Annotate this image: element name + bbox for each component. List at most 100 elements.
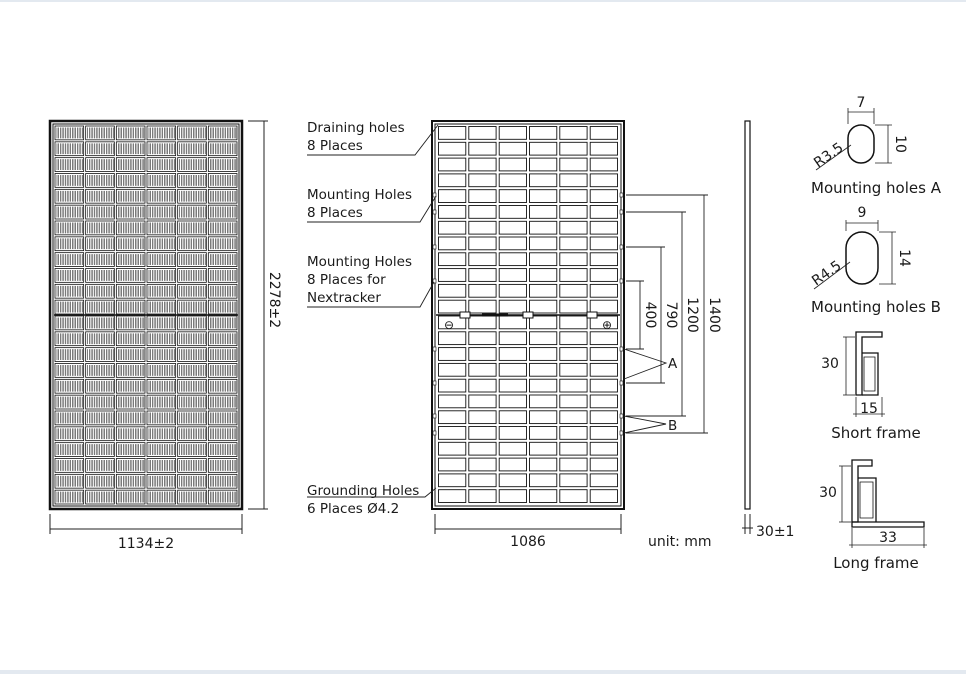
back-cell: [438, 410, 467, 425]
mounting-hole-mark: [432, 430, 437, 436]
front-cell: [85, 331, 115, 347]
back-cell: [589, 347, 618, 361]
back-cell: [589, 283, 618, 298]
mounting-label-1: Mounting Holes: [307, 187, 412, 203]
back-cell: [498, 283, 527, 298]
back-cell: [438, 378, 467, 393]
mounting-hole-mark: [619, 244, 624, 250]
back-cell: [559, 299, 588, 314]
hole-a-radius-leader: [815, 144, 852, 171]
back-cell: [468, 205, 497, 219]
front-cell: [85, 378, 115, 394]
front-cell: [177, 204, 207, 220]
front-cell: [85, 426, 115, 442]
back-cell: [438, 236, 467, 251]
back-cell: [559, 268, 588, 282]
front-cell: [146, 299, 177, 315]
front-frame: [48, 119, 244, 511]
long-frame-detail: 30 33 Long frame: [819, 459, 927, 572]
back-cell: [529, 378, 558, 393]
back-cell: [468, 473, 497, 488]
front-cell: [207, 489, 238, 505]
top-border: [0, 0, 966, 2]
front-cell: [54, 315, 85, 331]
hole-a-radius-label: R3.5: [811, 140, 846, 171]
back-cell: [589, 268, 618, 282]
front-cell: [207, 299, 238, 315]
back-cell: [438, 473, 467, 488]
back-cell: [468, 410, 497, 425]
marker-a-leader: [623, 348, 668, 380]
front-cell: [85, 173, 115, 188]
front-cell: [54, 157, 85, 172]
back-cell: [468, 394, 497, 409]
front-cell: [146, 141, 177, 157]
front-cell: [177, 188, 207, 204]
front-view: 1134±2 2278±2: [48, 119, 282, 552]
front-cell-grid: [54, 125, 238, 505]
back-cell: [589, 426, 618, 440]
front-cell: [146, 489, 177, 505]
front-cell: [85, 489, 115, 505]
back-cell: [438, 157, 467, 172]
front-cell: [207, 315, 238, 331]
hole-b-radius-leader: [813, 261, 851, 290]
back-cell: [468, 173, 497, 188]
back-cell: [589, 252, 618, 267]
back-cell: [559, 236, 588, 251]
back-cell: [589, 173, 618, 188]
mounting-hole-mark: [619, 346, 624, 352]
draining-label-2: 8 Places: [307, 138, 363, 154]
back-frame: [431, 120, 625, 510]
front-cell: [54, 458, 85, 473]
hole-a-width-label: 7: [857, 95, 866, 111]
back-cell: [498, 315, 527, 330]
front-cell: [177, 331, 207, 347]
front-cell: [207, 347, 238, 362]
hole-b-radius-label: R4.5: [809, 258, 844, 289]
back-cell: [438, 126, 467, 140]
back-cell: [498, 189, 527, 203]
back-cell: [559, 126, 588, 140]
front-cell: [85, 252, 115, 267]
front-cell: [54, 426, 85, 442]
junction-box-right: [586, 311, 598, 319]
nextracker-label-2: 8 Places for: [307, 272, 386, 288]
front-cell: [146, 236, 177, 252]
side-profile: [744, 120, 751, 510]
draining-label-1: Draining holes: [307, 120, 405, 136]
grounding-label-1: Grounding Holes: [307, 483, 419, 499]
back-cell: [468, 347, 497, 361]
front-cell: [177, 157, 207, 172]
front-cell: [207, 252, 238, 267]
nextracker-leader: [307, 281, 435, 308]
front-cell: [115, 220, 146, 236]
front-cell: [207, 378, 238, 394]
long-frame-outer: [851, 459, 873, 523]
front-cell: [115, 188, 146, 204]
back-cell: [438, 205, 467, 219]
front-cell: [177, 458, 207, 473]
front-cell: [207, 426, 238, 442]
back-cell: [589, 457, 618, 472]
back-cell: [438, 141, 467, 156]
back-cell: [468, 331, 497, 346]
back-cell: [529, 157, 558, 172]
front-cell: [54, 283, 85, 299]
back-cell: [438, 315, 467, 330]
front-cell: [54, 347, 85, 362]
front-cell: [207, 141, 238, 157]
mounting-hole-mark: [432, 209, 437, 215]
front-cell: [207, 220, 238, 236]
back-cell: [498, 410, 527, 425]
back-cell: [559, 347, 588, 361]
front-cell: [207, 125, 238, 141]
front-cell: [146, 458, 177, 473]
front-cell: [207, 442, 238, 457]
mounting-hole-mark: [432, 192, 437, 198]
front-cell: [146, 347, 177, 362]
front-cell: [54, 141, 85, 157]
back-cell: [589, 362, 618, 377]
front-cell: [177, 378, 207, 394]
front-cell: [177, 363, 207, 378]
